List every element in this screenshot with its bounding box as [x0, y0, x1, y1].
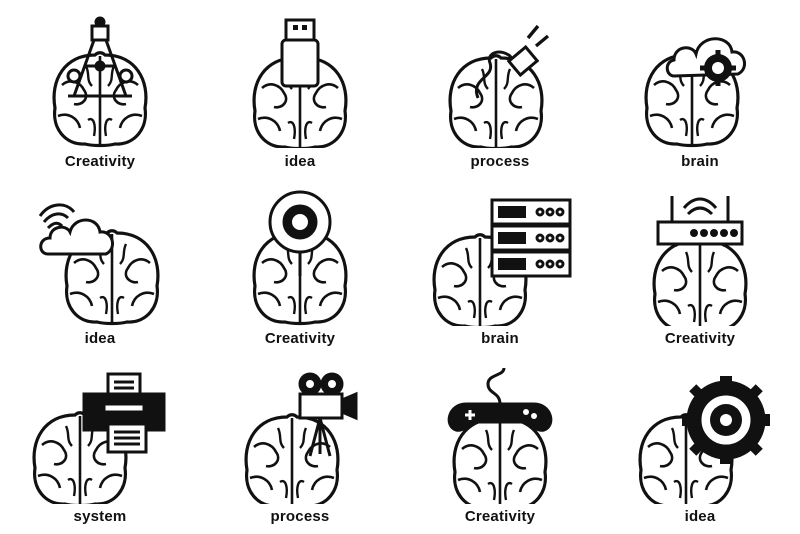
movie-camera-icon — [244, 372, 358, 504]
icon-label: process — [470, 153, 530, 170]
icon-label: idea — [84, 330, 116, 347]
server-rack-icon — [432, 198, 572, 326]
icon-tile-creativity-compass: Creativity — [0, 0, 200, 178]
icon-label: Creativity — [264, 330, 336, 347]
icon-tile-process-movie-camera: process — [200, 356, 400, 534]
webcam-icon — [252, 190, 348, 326]
icon-tile-brain-server: brain — [400, 178, 600, 356]
cloud-signal-icon — [38, 203, 160, 326]
icon-label: Creativity — [64, 153, 136, 170]
icon-label: brain — [481, 330, 519, 347]
usb-drive-icon — [252, 18, 348, 148]
icon-label: system — [73, 508, 127, 525]
gear-icon — [638, 376, 770, 504]
plug-icon — [448, 24, 550, 148]
icon-label: Creativity — [464, 508, 536, 525]
icon-tile-idea-gear: idea — [600, 356, 800, 534]
compass-icon — [52, 16, 148, 148]
icon-label: idea — [284, 153, 316, 170]
icon-label: process — [270, 508, 330, 525]
icon-tile-brain-cloud-gear: brain — [600, 0, 800, 178]
gamepad-icon — [447, 367, 553, 504]
icon-tile-creativity-router: Creativity — [600, 178, 800, 356]
printer-icon — [32, 372, 166, 504]
icon-tile-system-printer: system — [0, 356, 200, 534]
icon-label: Creativity — [664, 330, 736, 347]
icon-tile-idea-usb: idea — [200, 0, 400, 178]
icon-label: idea — [684, 508, 716, 525]
icon-tile-process-plug: process — [400, 0, 600, 178]
router-icon — [652, 196, 748, 326]
icon-tile-creativity-webcam: Creativity — [200, 178, 400, 356]
icon-tile-creativity-gamepad: Creativity — [400, 356, 600, 534]
icon-label: brain — [681, 153, 719, 170]
cloud-gear-icon — [644, 37, 747, 148]
icon-tile-idea-cloud-signal: idea — [0, 178, 200, 356]
